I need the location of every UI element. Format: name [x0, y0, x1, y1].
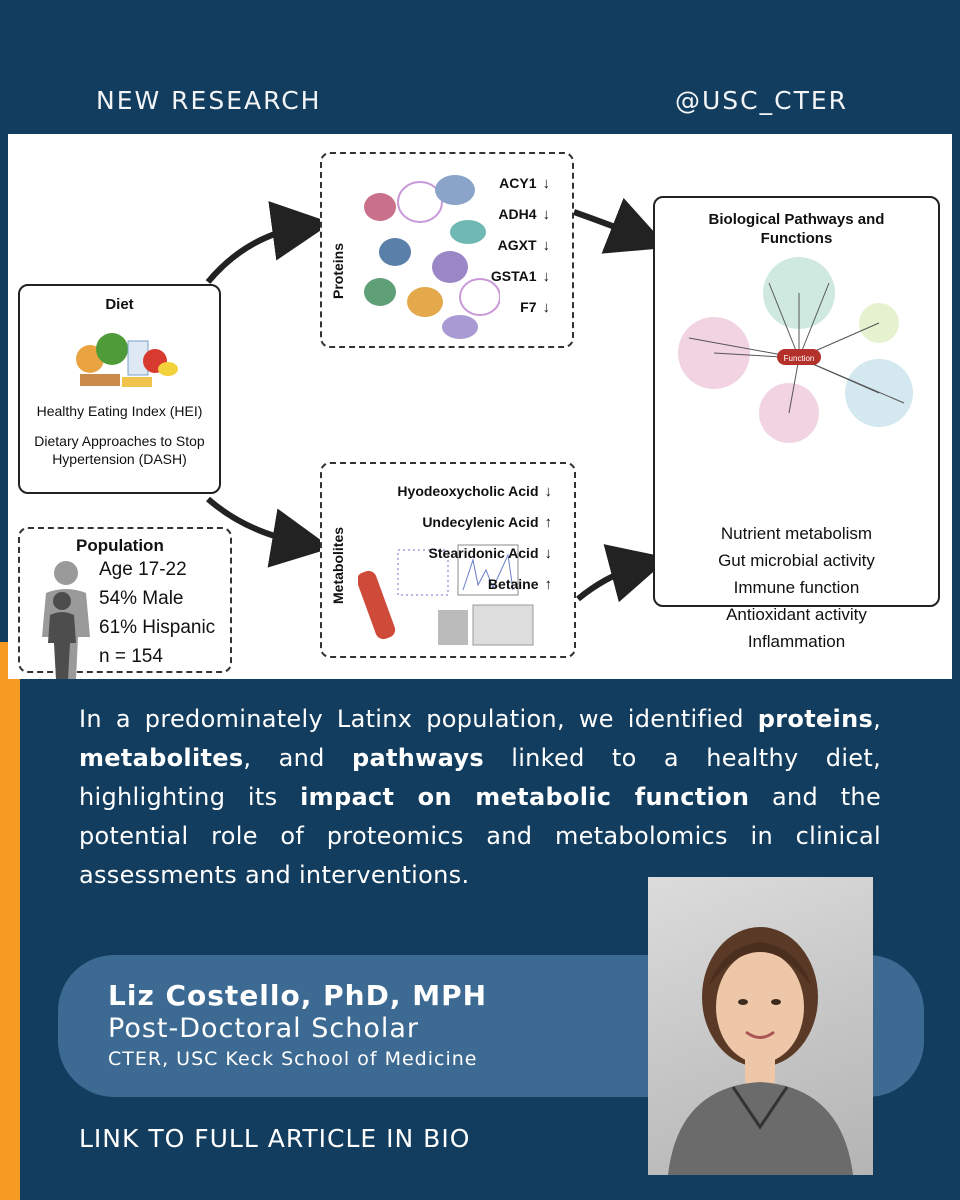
accent-bar	[0, 642, 20, 1200]
population-box: Population Age 17-22 54% Male 61% Hispan…	[18, 527, 232, 679]
function-item: Inflammation	[747, 632, 846, 651]
proteins-box: Proteins ACY1↓ ADH4↓ AGXT↓ GSTA1↓ F7↓	[320, 152, 574, 348]
down-arrow-icon: ↓	[544, 483, 553, 500]
protein-agxt: AGXT↓	[491, 230, 550, 261]
diet-title: Diet	[105, 296, 134, 313]
header-handle: @USC_CTER	[675, 86, 849, 115]
function-item: Gut microbial activity	[718, 551, 875, 570]
arrow-diet-metabolites	[206, 496, 332, 568]
pathways-title: Biological Pathways and Functions	[708, 211, 885, 247]
population-title: Population	[76, 536, 164, 555]
protein-adh4: ADH4↓	[491, 199, 550, 230]
diagram-arrows	[205, 197, 670, 603]
function-list: Nutrient metabolism Gut microbial activi…	[655, 520, 938, 655]
lab-equipment-illustration	[358, 544, 534, 646]
function-item: Nutrient metabolism	[720, 524, 873, 543]
author-institution: CTER, USC Keck School of Medicine	[108, 1048, 478, 1070]
portrait-illustration	[668, 927, 853, 1175]
highlight-metabolites: metabolites	[79, 744, 244, 772]
population-male: 54% Male	[99, 588, 184, 609]
highlight-pathways: pathways	[352, 744, 484, 772]
down-arrow-icon: ↓	[542, 237, 551, 254]
protein-acy1: ACY1↓	[491, 168, 550, 199]
metabolite-undecylenic: Undecylenic Acid↑	[397, 507, 552, 538]
diet-dash: Dietary Approaches to Stop Hypertension …	[34, 433, 205, 467]
author-role: Post-Doctoral Scholar	[108, 1013, 419, 1044]
population-hispanic: 61% Hispanic	[99, 617, 216, 638]
down-arrow-icon: ↓	[542, 299, 551, 316]
function-node-label: Function	[784, 354, 815, 363]
author-photo	[648, 877, 873, 1175]
function-item: Antioxidant activity	[726, 605, 867, 624]
person-icon	[42, 561, 90, 679]
diet-hei: Healthy Eating Index (HEI)	[36, 403, 203, 419]
protein-structures-illustration	[364, 175, 500, 339]
population-details: Age 17-22 54% Male 61% Hispanic n = 154	[99, 555, 215, 671]
down-arrow-icon: ↓	[542, 175, 551, 192]
protein-list: ACY1↓ ADH4↓ AGXT↓ GSTA1↓ F7↓	[491, 168, 550, 323]
metabolite-stearidonic: Stearidonic Acid↓	[397, 538, 552, 569]
footer-link-text: LINK TO FULL ARTICLE IN BIO	[79, 1124, 471, 1153]
highlight-impact: impact on metabolic function	[300, 783, 750, 811]
arrow-diet-proteins	[205, 201, 332, 284]
arrow-proteins-pathways	[573, 197, 669, 254]
up-arrow-icon: ↑	[544, 576, 553, 593]
proteins-label: Proteins	[330, 242, 346, 299]
protein-f7: F7↓	[491, 292, 550, 323]
pathways-box: Biological Pathways and Functions Functi…	[653, 196, 940, 651]
function-item: Immune function	[733, 578, 860, 597]
up-arrow-icon: ↑	[544, 514, 553, 531]
metabolite-betaine: Betaine↑	[397, 569, 552, 600]
metabolites-label: Metabolites	[330, 526, 346, 604]
arrow-metabolites-pathways	[576, 544, 670, 603]
down-arrow-icon: ↓	[542, 268, 551, 285]
author-name: Liz Costello, PhD, MPH	[108, 979, 488, 1012]
highlight-proteins: proteins	[757, 705, 874, 733]
protein-gsta1: GSTA1↓	[491, 261, 550, 292]
metabolite-list: Hyodeoxycholic Acid↓ Undecylenic Acid↑ S…	[397, 476, 552, 600]
population-age: Age 17-22	[99, 559, 187, 580]
metabolites-box: Metabolites Hyodeoxycholic Acid↓ Undecyl…	[320, 462, 576, 658]
research-diagram: Diet Healthy Eating Index (HEI) Dietary …	[8, 134, 952, 679]
network-graph-illustration: Function	[678, 257, 913, 443]
down-arrow-icon: ↓	[542, 206, 551, 223]
diet-box: Diet Healthy Eating Index (HEI) Dietary …	[18, 284, 221, 494]
metabolite-hyodeoxycholic: Hyodeoxycholic Acid↓	[397, 476, 552, 507]
down-arrow-icon: ↓	[544, 545, 553, 562]
food-illustration	[75, 333, 178, 387]
summary-paragraph: In a predominately Latinx population, we…	[79, 705, 882, 889]
header-new-research: NEW RESEARCH	[96, 86, 322, 115]
population-n: n = 154	[99, 646, 163, 667]
